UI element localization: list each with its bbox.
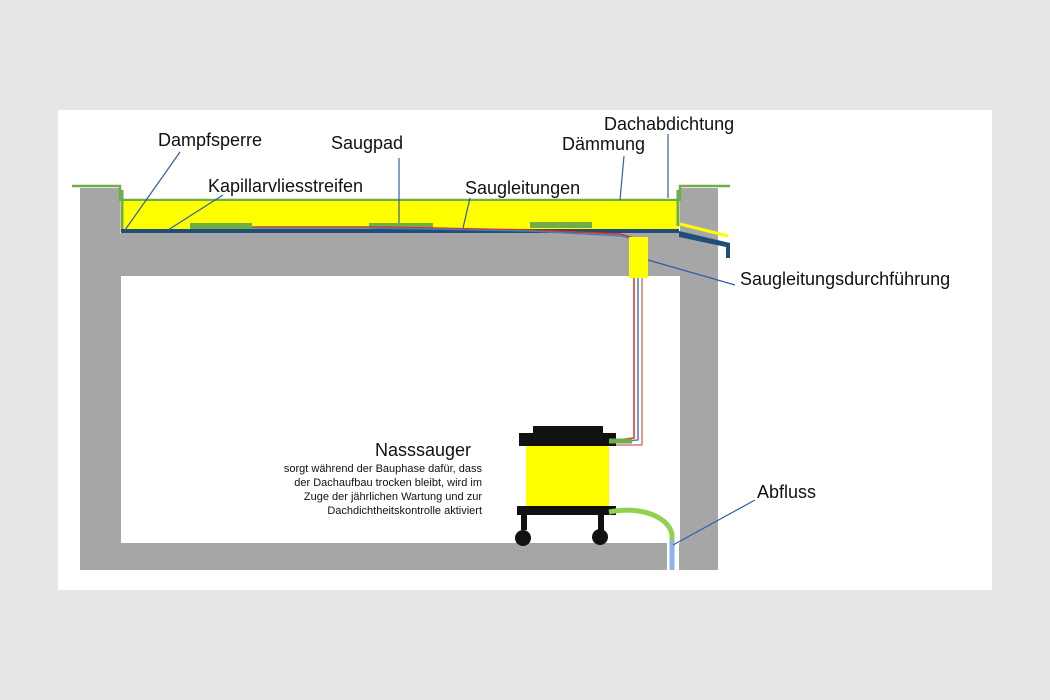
- description-line-2: der Dachaufbau trocken bleibt, wird im: [294, 477, 482, 489]
- vapor-barrier: [121, 229, 679, 233]
- suction-line-feedthrough: [629, 237, 648, 278]
- vacuum-outlet-hose: [608, 507, 675, 545]
- description-line-1: sorgt während der Bauphase dafür, dass: [284, 463, 483, 475]
- vacuum-body: [526, 446, 609, 506]
- description-line-3: Zuge der jährlichen Wartung und zur: [304, 491, 482, 503]
- vacuum-leg-right: [598, 514, 604, 530]
- leader-kapillarvliesstreifen: [167, 194, 224, 231]
- leader-saugleitungsdurchfuehrung: [647, 259, 736, 286]
- label-abfluss: Abfluss: [757, 482, 816, 502]
- vacuum-lid: [533, 426, 603, 434]
- label-nasssauger: Nasssauger: [375, 440, 471, 460]
- wet-vacuum: [515, 426, 675, 546]
- suction-pad-3: [530, 222, 592, 228]
- suction-pad-1: [190, 223, 252, 229]
- label-saugleitungen: Saugleitungen: [465, 178, 580, 198]
- label-kapillarvliesstreifen: Kapillarvliesstreifen: [208, 176, 363, 196]
- concrete-structure: [80, 188, 718, 570]
- label-saugpad: Saugpad: [331, 133, 403, 153]
- vacuum-head: [519, 433, 616, 446]
- leader-daemmung: [619, 155, 625, 201]
- label-dachabdichtung: Dachabdichtung: [604, 114, 734, 134]
- suction-line-red: [252, 226, 635, 441]
- label-dampfsperre: Dampfsperre: [158, 130, 262, 150]
- vacuum-leg-left: [521, 514, 527, 530]
- suction-pad-2: [369, 223, 433, 229]
- label-saugleitungsdurchfuehrung: Saugleitungsdurchführung: [740, 269, 950, 289]
- description-line-4: Dachdichtheitskontrolle aktiviert: [327, 505, 482, 517]
- vacuum-wheel-left: [515, 530, 531, 546]
- leader-saugleitungen: [462, 197, 471, 229]
- label-daemmung: Dämmung: [562, 134, 645, 154]
- leader-abfluss: [672, 499, 756, 546]
- roof-membrane: [72, 184, 730, 202]
- vacuum-base: [517, 506, 616, 515]
- suction-line-blue: [252, 227, 639, 443]
- roof-scupper: [679, 231, 730, 258]
- vacuum-wheel-right: [592, 529, 608, 545]
- roof-scupper-top: [679, 222, 729, 238]
- leader-lines: [124, 134, 756, 546]
- leader-dampfsperre: [124, 151, 181, 231]
